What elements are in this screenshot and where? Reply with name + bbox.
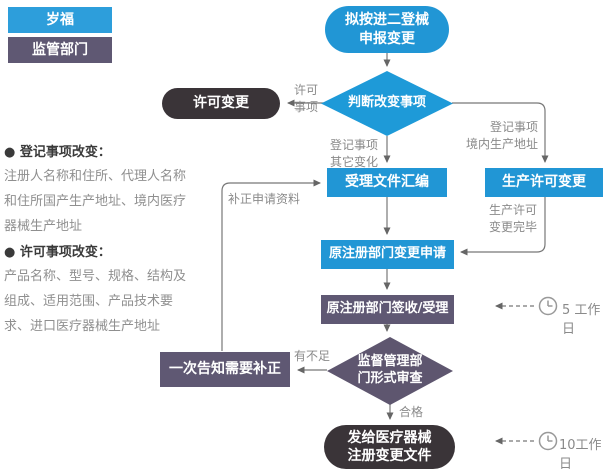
edge-label-license-item: 许可 事项 (294, 83, 319, 114)
node-orig-dept-apply: 原注册部门变更申请 (321, 240, 454, 269)
node-end: 发给医疗器械 注册变更文件 (324, 425, 455, 469)
note-registration-body: 注册人名称和住所、代理人名称 和住所国产生产地址、境内医疗 器械生产地址 (4, 169, 187, 234)
duration-receive: 5 工作日 (562, 303, 601, 337)
note-license-heading: ● 许可事项改变： (4, 245, 111, 260)
duration-issue: 10工作日 (559, 438, 602, 470)
edge-label-correction-material: 补正申请资料 (228, 192, 301, 206)
node-license-change: 许可变更 (162, 88, 280, 119)
node-start: 拟按进二登械 申报变更 (325, 6, 449, 53)
clock-icon (538, 431, 558, 451)
edge-label-qualified: 合格 (399, 405, 424, 419)
note-registration-heading: ● 登记事项改变： (4, 145, 111, 160)
node-orig-dept-receive: 原注册部门签收/受理 (321, 295, 454, 324)
node-production-license-change: 生产许可变更 (485, 168, 603, 197)
legend-regulator: 监管部门 (8, 37, 112, 63)
node-accept-docs: 受理文件汇编 (327, 168, 447, 197)
note-license-body: 产品名称、型号、规格、结构及 组成、适用范围、产品技术要 求、进口医疗器械生产地… (4, 269, 187, 334)
node-notify-correction: 一次告知需要补正 (160, 352, 290, 387)
edge-label-production-done: 生产许可 变更完毕 (489, 203, 538, 234)
legend-applicant: 岁福 (8, 7, 112, 33)
edge-label-registration-domestic: 登记事项 境内生产地址 (465, 120, 538, 151)
edge-label-registration-other: 登记事项 其它变化 (330, 138, 379, 169)
clock-icon (538, 296, 558, 316)
edge-label-insufficient: 有不足 (294, 349, 331, 363)
